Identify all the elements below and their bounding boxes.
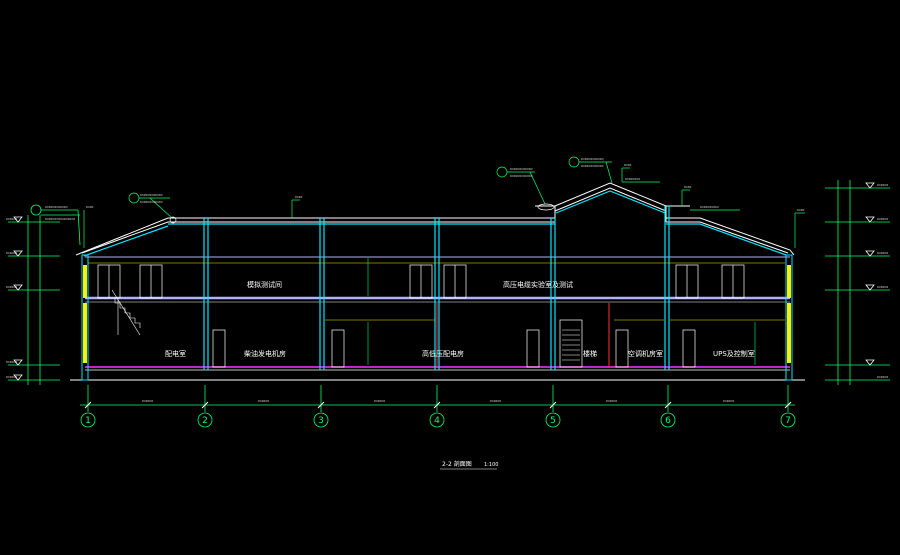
room-label-lower-4: 楼梯 bbox=[583, 349, 597, 358]
grid-bubble bbox=[313, 412, 329, 428]
grid-axes bbox=[80, 412, 796, 428]
roof-leaders bbox=[83, 156, 805, 248]
dimension-line bbox=[80, 385, 795, 412]
right-level-text: ▭▭▭ ▭▭▭ ▭▭▭ ▭▭▭ ▭▭▭ bbox=[877, 182, 889, 379]
roof-outline bbox=[75, 182, 795, 256]
right-level-marks bbox=[825, 180, 890, 385]
svg-text:▭▭▭: ▭▭▭ bbox=[877, 182, 889, 187]
room-label-lower-5: 空调机房室 bbox=[628, 349, 663, 358]
svg-text:5: 5 bbox=[550, 416, 556, 426]
svg-text:▭▭▭: ▭▭▭ bbox=[877, 250, 889, 255]
grid-bubble bbox=[780, 412, 796, 428]
svg-text:▭▭▭: ▭▭▭ bbox=[877, 284, 889, 289]
svg-text:▭▭▭: ▭▭▭ bbox=[877, 374, 889, 379]
svg-text:▭▭▭: ▭▭▭ bbox=[723, 398, 735, 403]
svg-text:6: 6 bbox=[665, 416, 671, 426]
svg-text:3: 3 bbox=[318, 416, 324, 426]
svg-text:▭▭▭: ▭▭▭ bbox=[374, 398, 386, 403]
dim-text: ▭▭▭ ▭▭▭ ▭▭▭ ▭▭▭ ▭▭▭ ▭▭▭ bbox=[142, 398, 735, 403]
stair-middle bbox=[562, 329, 580, 361]
svg-text:▭▭▭: ▭▭▭ bbox=[606, 398, 618, 403]
grid-bubble bbox=[660, 412, 676, 428]
svg-text:▭▭▭▭▭▭: ▭▭▭▭▭▭ bbox=[45, 204, 68, 209]
room-label-lower-3: 高低压配电房 bbox=[422, 349, 464, 358]
stair-left bbox=[111, 289, 141, 336]
room-label-upper-left: 模拟测试间 bbox=[247, 280, 282, 289]
svg-text:2: 2 bbox=[202, 416, 208, 426]
svg-text:▭▭: ▭▭ bbox=[684, 184, 692, 189]
svg-text:▭▭▭: ▭▭▭ bbox=[6, 359, 18, 364]
svg-text:▭▭: ▭▭ bbox=[797, 207, 805, 212]
svg-text:▭▭▭: ▭▭▭ bbox=[490, 398, 502, 403]
grid-bubble bbox=[80, 412, 96, 428]
svg-text:▭▭▭▭▭▭▭▭: ▭▭▭▭▭▭▭▭ bbox=[45, 216, 75, 221]
svg-text:▭▭▭: ▭▭▭ bbox=[877, 216, 889, 221]
svg-text:▭▭▭: ▭▭▭ bbox=[6, 216, 18, 221]
leader-text: ▭▭▭▭▭▭ ▭▭▭▭▭▭ ▭▭ ▭▭▭▭▭▭ ▭▭▭▭▭▭ ▭▭▭▭▭▭ ▭▭… bbox=[86, 156, 805, 212]
floor-slabs bbox=[70, 256, 805, 381]
svg-text:4: 4 bbox=[434, 416, 440, 426]
svg-text:▭▭▭▭▭▭: ▭▭▭▭▭▭ bbox=[581, 156, 604, 161]
svg-text:▭▭: ▭▭ bbox=[295, 194, 303, 199]
svg-text:▭▭▭▭▭: ▭▭▭▭▭ bbox=[700, 204, 719, 209]
svg-text:▭▭: ▭▭ bbox=[86, 204, 94, 209]
svg-text:▭▭▭: ▭▭▭ bbox=[6, 250, 18, 255]
left-level-marks bbox=[8, 215, 60, 385]
exterior-walls bbox=[81, 254, 793, 381]
grid-bubble bbox=[545, 412, 561, 428]
doors-upper bbox=[97, 264, 745, 299]
svg-text:▭▭▭▭▭▭: ▭▭▭▭▭▭ bbox=[140, 199, 163, 204]
grid-bubble bbox=[429, 412, 445, 428]
left-level-text: ▭▭▭ ▭▭▭ ▭▭▭ ▭▭▭ ▭▭▭ bbox=[6, 216, 18, 379]
grid-bubble bbox=[197, 412, 213, 428]
room-label-lower-1: 配电室 bbox=[165, 349, 186, 358]
svg-text:▭▭▭▭▭▭: ▭▭▭▭▭▭ bbox=[581, 163, 604, 168]
section-scale: 1:100 bbox=[484, 462, 498, 468]
section-caption: 2-2 剖面图 bbox=[442, 460, 472, 468]
red-partitions bbox=[436, 303, 610, 367]
svg-text:▭▭▭: ▭▭▭ bbox=[6, 374, 18, 379]
room-label-lower-6: UPS及控制室 bbox=[713, 349, 755, 358]
caption: 2-2 剖面图 1:100 bbox=[440, 460, 498, 470]
dim-ticks-inner bbox=[367, 258, 756, 365]
interior-columns bbox=[203, 206, 670, 370]
height-guides bbox=[88, 262, 785, 321]
svg-text:7: 7 bbox=[785, 416, 791, 426]
roof-blue-lines bbox=[83, 190, 787, 257]
grid-labels: 1 2 3 4 5 6 7 bbox=[85, 416, 791, 426]
svg-text:▭▭▭▭▭▭: ▭▭▭▭▭▭ bbox=[510, 166, 533, 171]
svg-text:▭▭▭: ▭▭▭ bbox=[258, 398, 270, 403]
dim-ticks bbox=[84, 401, 792, 409]
svg-text:▭▭▭▭▭▭: ▭▭▭▭▭▭ bbox=[510, 173, 533, 178]
svg-text:1: 1 bbox=[85, 416, 91, 426]
room-labels: 模拟测试间 高压电缆实验室及测试 配电室 柴油发电机房 高低压配电房 楼梯 空调… bbox=[165, 280, 755, 358]
room-label-lower-2: 柴油发电机房 bbox=[244, 349, 286, 358]
svg-text:▭▭▭: ▭▭▭ bbox=[6, 284, 18, 289]
svg-text:▭▭: ▭▭ bbox=[624, 162, 632, 167]
svg-text:▭▭▭: ▭▭▭ bbox=[142, 398, 154, 403]
doors-lower bbox=[212, 319, 696, 368]
left-annotations: ▭▭▭▭▭▭ ▭▭▭▭▭▭▭▭ bbox=[30, 204, 81, 246]
svg-text:▭▭▭▭: ▭▭▭▭ bbox=[625, 176, 640, 181]
svg-text:▭▭▭▭▭▭: ▭▭▭▭▭▭ bbox=[140, 192, 163, 197]
room-label-upper-right: 高压电缆实验室及测试 bbox=[503, 280, 573, 289]
